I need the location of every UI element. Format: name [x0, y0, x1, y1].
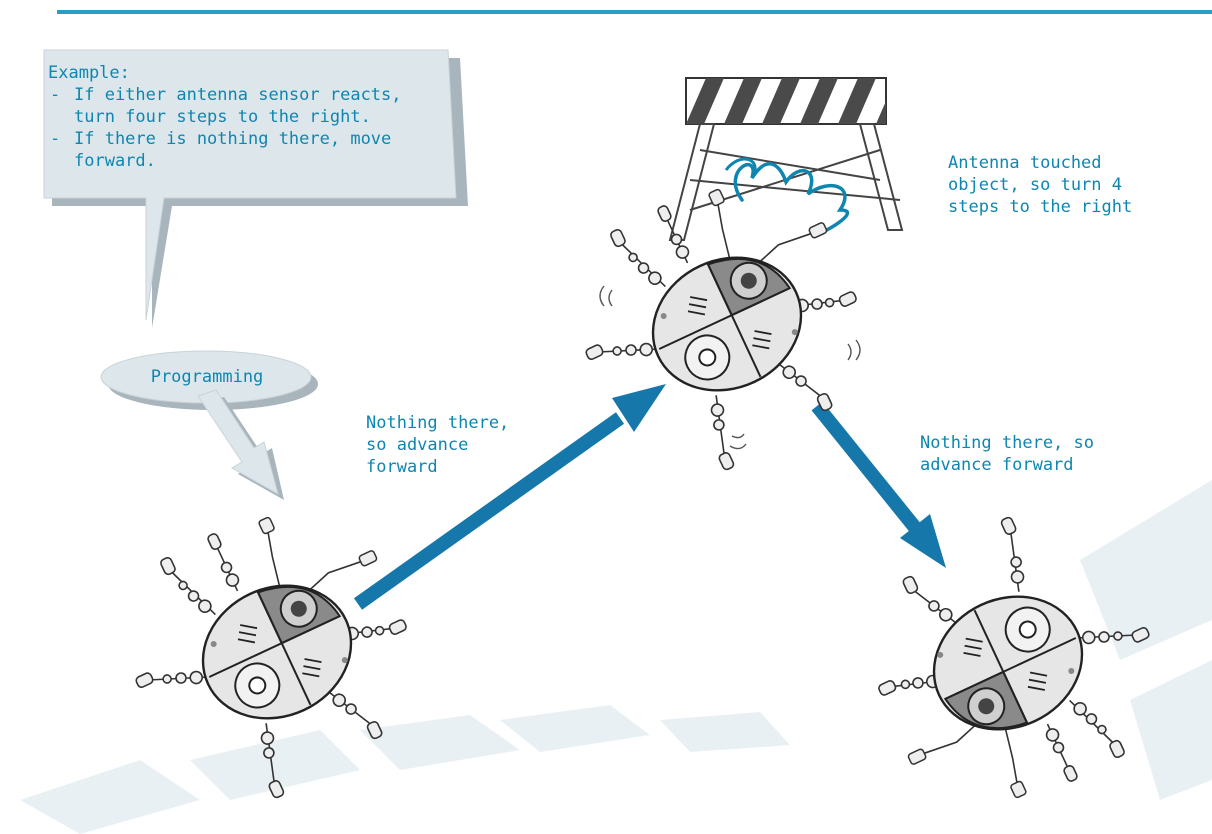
arrow-up-right	[353, 384, 666, 610]
pointer-arrow	[197, 389, 284, 500]
motion-lines	[599, 285, 861, 450]
callout-item: - If either antenna sensor reacts, turn …	[48, 84, 438, 128]
bullet-marker: -	[50, 129, 61, 149]
callout-box	[43, 49, 457, 321]
floor-tiles	[20, 480, 1212, 834]
impact-burst-icon	[733, 162, 850, 238]
header-rule	[57, 10, 1212, 14]
programming-label: Programming	[150, 367, 264, 387]
callout-heading: Example:	[48, 63, 130, 83]
impact-burst-icon	[724, 157, 757, 175]
road-barrier-icon	[668, 77, 904, 241]
arrow-down-right	[811, 401, 946, 568]
label-advance-1: Nothing there, so advance forward	[366, 413, 510, 477]
callout-item-text: If there is nothing there, move forward.	[74, 129, 392, 171]
label-advance-2: Nothing there, so advance forward	[920, 433, 1094, 475]
bullet-marker: -	[50, 85, 61, 105]
callout-item: - If there is nothing there, move forwar…	[48, 128, 438, 172]
callout-list: - If either antenna sensor reacts, turn …	[48, 84, 438, 172]
callout-item-text: If either antenna sensor reacts, turn fo…	[74, 85, 402, 127]
label-obstacle: Antenna touched object, so turn 4 steps …	[948, 153, 1133, 217]
callout-text: Example: - If either antenna sensor reac…	[48, 62, 438, 172]
